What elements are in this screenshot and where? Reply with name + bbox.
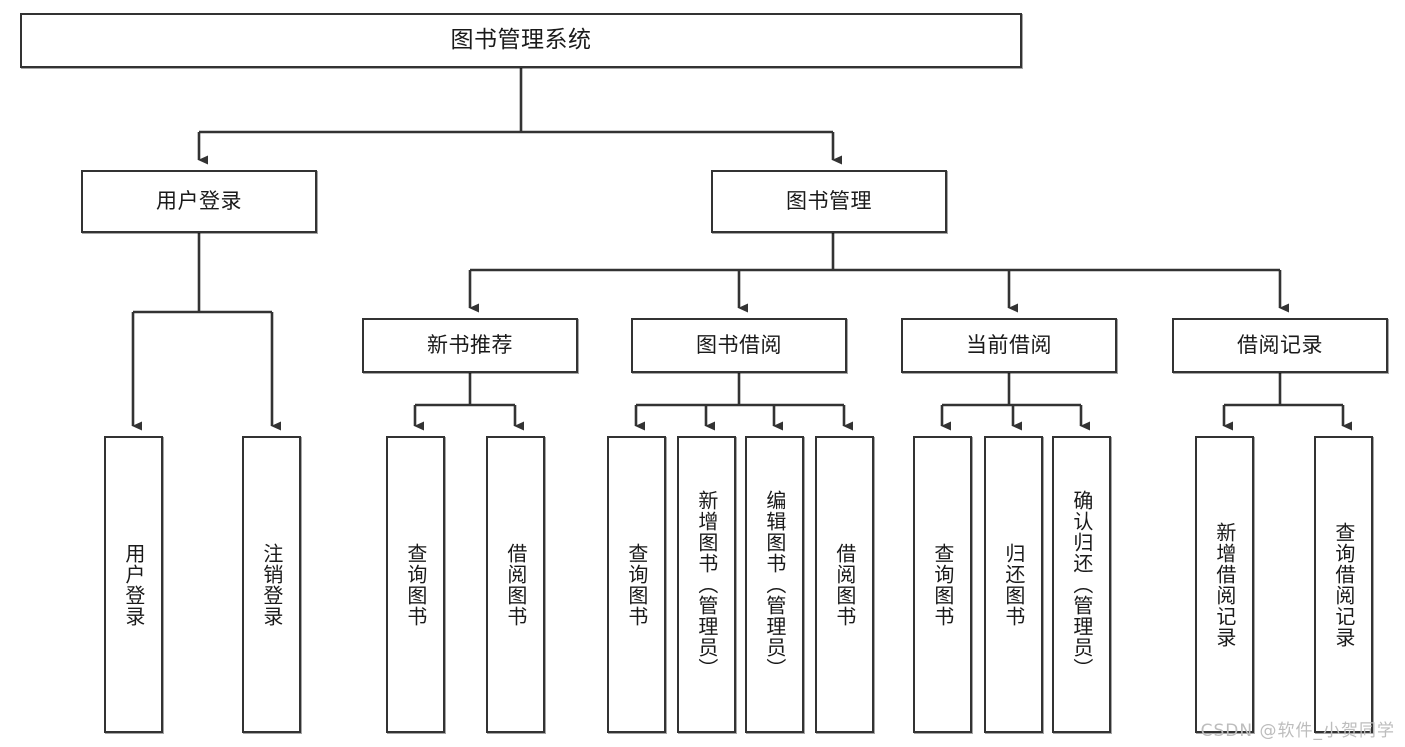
node-user-login[interactable]: 用户登录 — [81, 170, 317, 233]
node-leaf-query-record[interactable]: 查询借阅记录 — [1314, 436, 1373, 733]
node-leaf-query-book-2-label: 查询图书 — [624, 542, 649, 627]
node-leaf-confirm-return[interactable]: 确认归还（管理员） — [1052, 436, 1111, 733]
node-new-book-recommend-label: 新书推荐 — [427, 332, 513, 357]
node-borrow-record[interactable]: 借阅记录 — [1172, 318, 1388, 373]
node-new-book-recommend[interactable]: 新书推荐 — [362, 318, 578, 373]
node-book-borrow-label: 图书借阅 — [696, 332, 782, 357]
node-leaf-query-book-2[interactable]: 查询图书 — [607, 436, 666, 733]
node-current-borrow-label: 当前借阅 — [966, 332, 1052, 357]
node-leaf-add-book-label: 新增图书（管理员） — [694, 490, 719, 679]
node-leaf-borrow-book-2-label: 借阅图书 — [832, 542, 857, 627]
node-leaf-query-book-1-label: 查询图书 — [403, 542, 428, 627]
node-leaf-query-book-1[interactable]: 查询图书 — [386, 436, 445, 733]
node-leaf-query-record-label: 查询借阅记录 — [1331, 521, 1356, 648]
node-leaf-borrow-book-1[interactable]: 借阅图书 — [486, 436, 545, 733]
node-leaf-edit-book[interactable]: 编辑图书（管理员） — [745, 436, 804, 733]
node-leaf-add-book[interactable]: 新增图书（管理员） — [677, 436, 736, 733]
node-leaf-borrow-book-2[interactable]: 借阅图书 — [815, 436, 874, 733]
node-book-manage-label: 图书管理 — [786, 188, 872, 213]
node-leaf-confirm-return-label: 确认归还（管理员） — [1069, 490, 1094, 679]
node-root[interactable]: 图书管理系统 — [20, 13, 1022, 68]
node-leaf-edit-book-label: 编辑图书（管理员） — [762, 490, 787, 679]
node-leaf-borrow-book-1-label: 借阅图书 — [503, 542, 528, 627]
node-leaf-add-record-label: 新增借阅记录 — [1212, 521, 1237, 648]
node-leaf-add-record[interactable]: 新增借阅记录 — [1195, 436, 1254, 733]
node-root-label: 图书管理系统 — [450, 26, 592, 53]
node-leaf-return-book[interactable]: 归还图书 — [984, 436, 1043, 733]
node-leaf-user-login[interactable]: 用户登录 — [104, 436, 163, 733]
node-leaf-user-login-label: 用户登录 — [121, 542, 146, 627]
node-borrow-record-label: 借阅记录 — [1237, 332, 1323, 357]
node-leaf-logout-login[interactable]: 注销登录 — [242, 436, 301, 733]
node-user-login-label: 用户登录 — [156, 188, 242, 213]
watermark-text: CSDN @软件_小贺同学 — [1200, 721, 1395, 741]
node-leaf-logout-login-label: 注销登录 — [259, 542, 284, 627]
node-book-borrow[interactable]: 图书借阅 — [631, 318, 847, 373]
node-book-manage[interactable]: 图书管理 — [711, 170, 947, 233]
node-leaf-query-book-3[interactable]: 查询图书 — [913, 436, 972, 733]
node-leaf-return-book-label: 归还图书 — [1001, 542, 1026, 627]
node-leaf-query-book-3-label: 查询图书 — [930, 542, 955, 627]
node-current-borrow[interactable]: 当前借阅 — [901, 318, 1117, 373]
